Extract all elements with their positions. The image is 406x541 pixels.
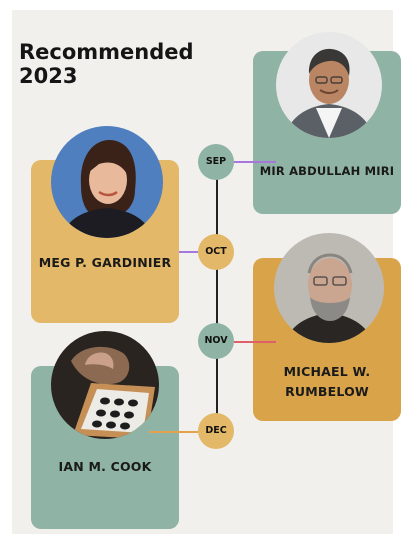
- month-sep: SEP: [198, 144, 234, 180]
- portrait-michael-w-rumbelow: [274, 233, 384, 343]
- title-line-2: 2023: [19, 64, 78, 88]
- timeline-line: [216, 160, 218, 433]
- person-name: MIR ABDULLAH MIRI: [259, 164, 395, 178]
- month-dec: DEC: [198, 413, 234, 449]
- page-title: Recommended 2023: [19, 40, 219, 88]
- month-oct: OCT: [198, 234, 234, 270]
- month-nov: NOV: [198, 323, 234, 359]
- portrait-mir-abdullah-miri: [276, 32, 382, 138]
- photo-ian-m-cook: [51, 331, 159, 439]
- connector-oct: [179, 251, 198, 253]
- person-name: MEG P. GARDINIER: [38, 255, 172, 270]
- person-name-line-2: RUMBELOW: [285, 384, 369, 399]
- person-name: IAN M. COOK: [58, 459, 152, 474]
- connector-dec: [149, 431, 198, 433]
- connector-nov: [234, 341, 276, 343]
- title-line-1: Recommended: [19, 40, 194, 64]
- portrait-meg-p-gardinier: [51, 126, 163, 238]
- connector-sep: [234, 161, 276, 163]
- person-name-line-1: MICHAEL W.: [283, 364, 371, 379]
